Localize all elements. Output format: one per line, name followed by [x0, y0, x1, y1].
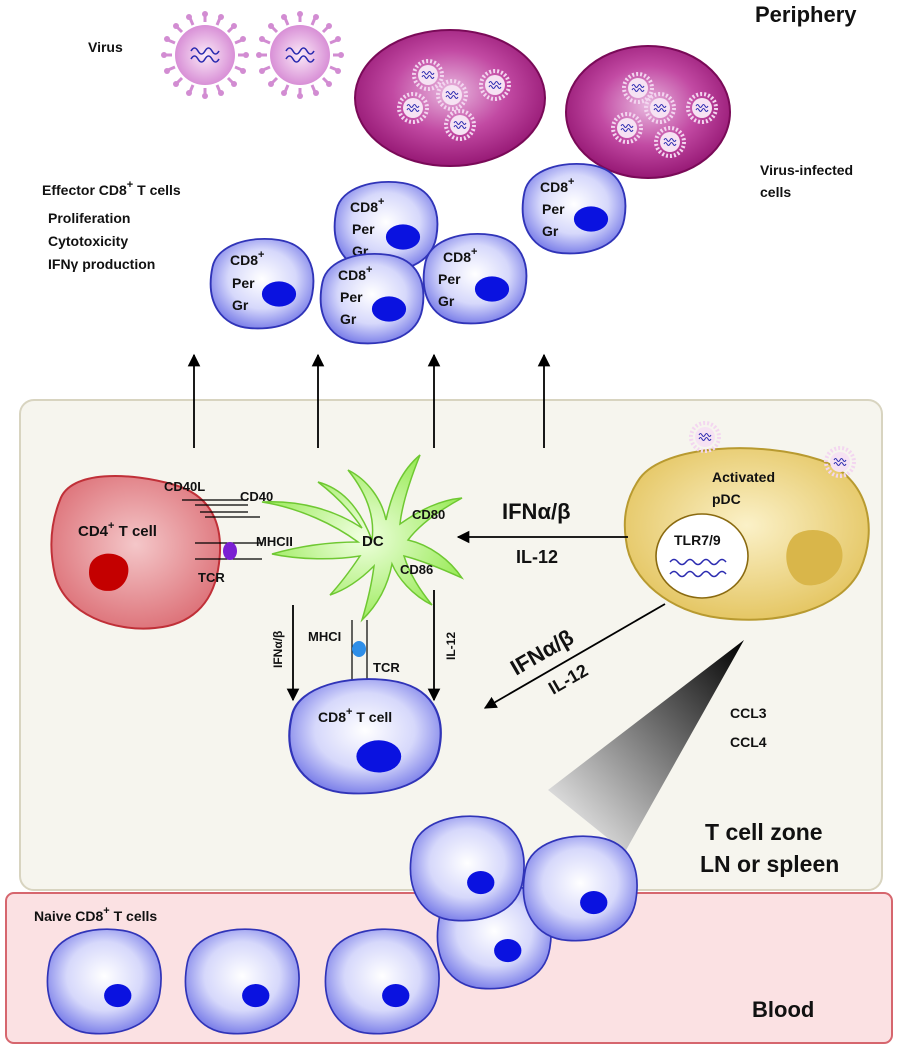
effector-cd8-cell: [319, 252, 425, 345]
virus-particle-2: [254, 9, 346, 101]
dc-label: DC: [362, 533, 384, 550]
cd8-label: CD8+: [443, 246, 477, 265]
il12-vertical-label: IL-12: [444, 632, 458, 660]
naive-label: Naive CD8+ T cells: [34, 905, 157, 924]
virus-label: Virus: [88, 39, 123, 55]
naive-cd8-t-cell: [324, 928, 440, 1035]
perforin-label: Per: [438, 271, 461, 287]
mhcii-label: MHCII: [256, 534, 293, 549]
perforin-label: Per: [352, 221, 375, 237]
mhci-label: MHCI: [308, 629, 341, 644]
dendritic-cell: [261, 454, 465, 623]
cd8-cell-label: CD8+ T cell: [318, 706, 392, 725]
naive-cd8-t-cell: [46, 928, 162, 1035]
tlr-label: TLR7/9: [674, 532, 721, 548]
effector-cd8-cell: [333, 180, 439, 273]
ccl4-label: CCL4: [730, 734, 767, 750]
effector-function-proliferation: Proliferation: [48, 210, 130, 226]
cd8-t-cell: [288, 677, 442, 795]
effector-cd8-cell: [209, 237, 315, 330]
cd40-label: CD40: [240, 489, 273, 504]
granzyme-label: Gr: [438, 293, 455, 309]
granzyme-label: Gr: [232, 297, 249, 313]
activated-label: Activated: [712, 469, 775, 485]
virus-particle-1: [159, 9, 251, 101]
naive-cd8-t-cell: [184, 928, 300, 1035]
tcr-label-cd4: TCR: [198, 570, 225, 585]
naive-cd8-t-cell: [436, 883, 552, 990]
mhci-peptide: [352, 641, 366, 657]
effector-function-cytotoxicity: Cytotoxicity: [48, 233, 128, 249]
naive-cd8-t-cell: [522, 835, 638, 942]
virus-infected-label-2: cells: [760, 184, 791, 200]
perforin-label: Per: [340, 289, 363, 305]
periphery-label: Periphery: [755, 2, 857, 27]
ccl3-label: CCL3: [730, 705, 767, 721]
pdc-nucleus: [786, 530, 843, 586]
cd4-t-cell: [50, 474, 222, 630]
virus-infected-cell-2: [565, 45, 731, 179]
effector-title: Effector CD8+ T cells: [42, 179, 181, 198]
effector-cd8-cell: [422, 232, 528, 325]
pdc-label: pDC: [712, 491, 741, 507]
cd8-label: CD8+: [540, 176, 574, 195]
cd8-label: CD8+: [338, 264, 372, 283]
pdc-to-cd8-arrow: [483, 603, 666, 709]
blood-label: Blood: [752, 997, 814, 1022]
chemokine-gradient: [548, 640, 744, 852]
perforin-label: Per: [232, 275, 255, 291]
il12-label-horizontal: IL-12: [516, 547, 558, 567]
zone-label-1: T cell zone: [705, 819, 823, 845]
cd86-label: CD86: [400, 562, 433, 577]
effector-cd8-cell: [521, 162, 627, 255]
granzyme-label: Gr: [340, 311, 357, 327]
cd4-nucleus: [89, 553, 129, 591]
cd4-cell-label: CD4+ T cell: [78, 520, 157, 540]
cd8-label: CD8+: [350, 196, 384, 215]
zone-label-2: LN or spleen: [700, 851, 839, 877]
cd40l-label: CD40L: [164, 479, 205, 494]
endosome: [655, 513, 749, 599]
cd8-label: CD8+: [230, 249, 264, 268]
ifn-vertical-label: IFNα/β: [271, 631, 285, 668]
mhcii-peptide: [223, 542, 237, 560]
tcr-label-cd8: TCR: [373, 660, 400, 675]
cd80-label: CD80: [412, 507, 445, 522]
perforin-label: Per: [542, 201, 565, 217]
effector-function-ifng: IFNγ production: [48, 256, 155, 272]
viral-nucleic-acid: [669, 558, 727, 578]
naive-cd8-t-cell: [409, 815, 525, 922]
granzyme-label: Gr: [542, 223, 559, 239]
ifn-label-horizontal: IFNα/β: [502, 499, 571, 524]
virus-infected-label: Virus-infected: [760, 162, 853, 178]
